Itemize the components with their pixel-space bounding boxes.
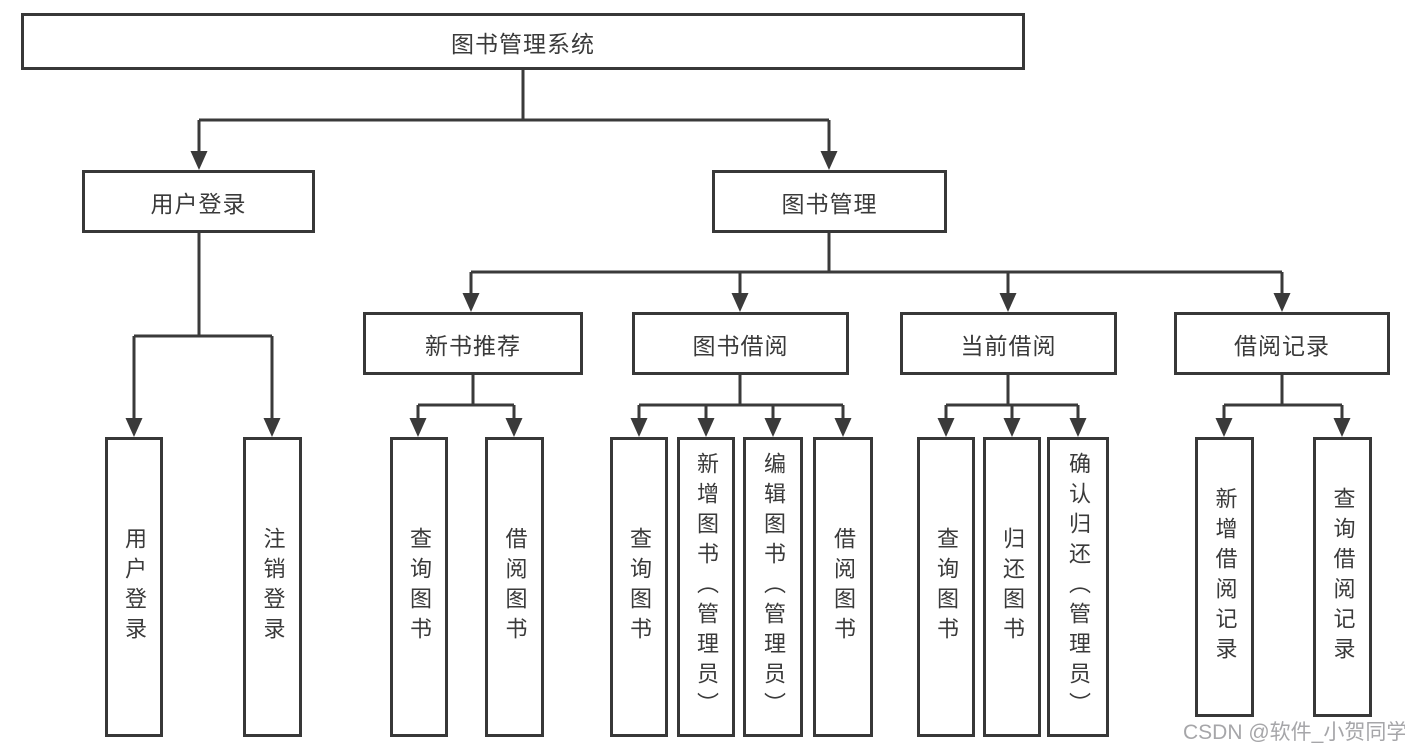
leaf-query-books-recommend-label: 查询图书: [407, 527, 432, 647]
node-user-login: 用户登录: [82, 170, 315, 233]
node-book-borrow-label: 图书借阅: [692, 332, 789, 359]
leaf-edit-books-admin: 编辑图书（管理员）: [743, 437, 803, 737]
leaf-user-login-label: 用户登录: [122, 527, 147, 647]
leaf-confirm-return-admin: 确认归还（管理员）: [1047, 437, 1109, 737]
leaf-query-books-borrow-label: 查询图书: [627, 527, 652, 647]
leaf-user-login: 用户登录: [105, 437, 163, 737]
leaf-borrow-books-recommend-label: 借阅图书: [502, 527, 528, 647]
connector-new-book-recommend-children: [409, 374, 523, 437]
leaf-query-borrow-record-label: 查询借阅记录: [1330, 487, 1356, 667]
node-root-label: 图书管理系统: [451, 30, 595, 57]
node-root: 图书管理系统: [21, 13, 1025, 70]
leaf-confirm-return-admin-label: 确认归还（管理员）: [1066, 452, 1091, 722]
node-user-login-label: 用户登录: [150, 190, 247, 217]
leaf-logout-label: 注销登录: [260, 527, 286, 647]
node-book-borrow: 图书借阅: [632, 312, 849, 375]
leaf-query-books-recommend: 查询图书: [390, 437, 448, 737]
node-current-borrow: 当前借阅: [900, 312, 1117, 375]
leaf-edit-books-admin-label: 编辑图书（管理员）: [761, 452, 786, 722]
watermark: CSDN @软件_小贺同学: [1183, 721, 1405, 744]
connector-user-login-children: [125, 233, 281, 437]
leaf-query-books-borrow: 查询图书: [610, 437, 668, 737]
connector-book-management-to-level3: [462, 233, 1291, 312]
leaf-return-books-label: 归还图书: [1000, 527, 1025, 647]
node-new-book-recommend-label: 新书推荐: [425, 332, 521, 359]
node-borrow-records-label: 借阅记录: [1234, 332, 1330, 359]
node-current-borrow-label: 当前借阅: [960, 332, 1057, 359]
node-new-book-recommend: 新书推荐: [363, 312, 583, 375]
leaf-borrow-books-recommend: 借阅图书: [485, 437, 544, 737]
leaf-add-books-admin: 新增图书（管理员）: [677, 437, 735, 737]
leaf-query-borrow-record: 查询借阅记录: [1313, 437, 1372, 717]
connector-borrow-records-children: [1215, 374, 1351, 437]
leaf-query-books-current: 查询图书: [917, 437, 975, 737]
leaf-borrow-books: 借阅图书: [813, 437, 873, 737]
connector-book-borrow-children: [630, 374, 852, 437]
leaf-return-books: 归还图书: [983, 437, 1041, 737]
node-book-management: 图书管理: [712, 170, 947, 233]
leaf-add-borrow-record-label: 新增借阅记录: [1212, 487, 1238, 667]
leaf-query-books-current-label: 查询图书: [934, 527, 959, 647]
connector-root-to-level2: [190, 69, 838, 170]
leaf-add-borrow-record: 新增借阅记录: [1195, 437, 1254, 717]
leaf-logout: 注销登录: [243, 437, 302, 737]
node-book-management-label: 图书管理: [781, 190, 878, 217]
leaf-borrow-books-label: 借阅图书: [831, 527, 856, 647]
leaf-add-books-admin-label: 新增图书（管理员）: [694, 452, 719, 722]
node-borrow-records: 借阅记录: [1174, 312, 1390, 375]
connector-current-borrow-children: [937, 374, 1087, 437]
